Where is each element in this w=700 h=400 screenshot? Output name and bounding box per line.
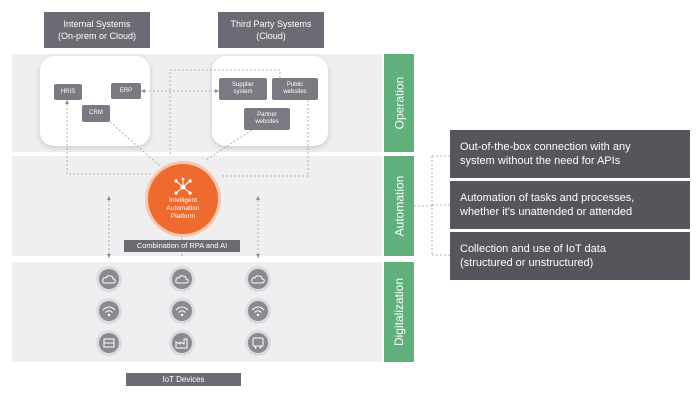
- third-party-subtitle: (Cloud): [256, 31, 286, 41]
- public-websites-chip: Public websites: [272, 78, 318, 100]
- partner-websites-chip: Partner websites: [244, 108, 290, 130]
- public-label-1: Public: [286, 82, 304, 88]
- device-machine-1: [96, 330, 122, 356]
- public-label-2: websites: [283, 89, 307, 95]
- automation-text: Automation: [392, 175, 407, 237]
- wifi-icon: [175, 306, 189, 317]
- arrow-right-down: [256, 254, 260, 258]
- third-party-panel: [212, 56, 328, 146]
- internal-systems-header: Internal Systems (On-prem or Cloud): [44, 12, 150, 48]
- erp-chip: ERP: [111, 83, 141, 99]
- wifi-icon: [251, 306, 265, 317]
- arrow-left-up: [107, 196, 111, 200]
- third-party-header: Third Party Systems (Cloud): [218, 12, 324, 48]
- partner-label-1: Partner: [257, 112, 277, 118]
- machine-icon: [103, 338, 115, 348]
- top-route-link: [169, 69, 281, 154]
- crm-chip: CRM: [82, 105, 110, 122]
- partner-platform-link: [205, 129, 253, 161]
- digitalization-band: [12, 262, 382, 362]
- benefit-box-iot: Collection and use of IoT data (structur…: [450, 232, 690, 280]
- partner-label-2: websites: [255, 119, 279, 125]
- network-icon: [174, 177, 192, 195]
- platform-label-3: Platform: [170, 213, 196, 220]
- arrow-left-down: [107, 254, 111, 258]
- benefit-1-line-1: Out-of-the-box connection with any: [460, 141, 631, 153]
- arrow-supplier: [215, 89, 219, 93]
- device-vehicle-3: [245, 330, 271, 356]
- benefit-1-line-2: system without the need for APIs: [460, 155, 621, 167]
- factory-icon: [175, 338, 188, 349]
- device-factory-2: [169, 330, 195, 356]
- supplier-label-1: Supplier: [231, 82, 254, 88]
- benefit-2-line-1: Automation of tasks and processes,: [460, 192, 635, 204]
- benefit-box-connection: Out-of-the-box connection with any syste…: [450, 130, 690, 178]
- device-cloud-2: [169, 266, 195, 292]
- crm-platform-link: [109, 121, 161, 167]
- digitalization-text: Digitalization: [392, 277, 407, 347]
- benefit-3-line-2: (structured or unstructured): [460, 257, 594, 269]
- hris-platform-link: [66, 100, 152, 175]
- automation-layer-label: Automation: [384, 156, 414, 256]
- benefit-3-line-1: Collection and use of IoT data: [460, 243, 606, 255]
- third-party-title: Third Party Systems: [230, 19, 312, 29]
- crm-label: CRM: [89, 110, 103, 116]
- cloud-icon: [102, 275, 116, 284]
- device-wifi-2: [169, 298, 195, 324]
- vehicle-icon: [252, 337, 264, 349]
- cloud-icon: [175, 275, 189, 284]
- cloud-icon: [251, 275, 265, 284]
- automation-platform-circle: Intelligent Automation Platform: [148, 164, 218, 234]
- benefit-2-line-2: whether it's unattended or attended: [460, 206, 633, 218]
- hris-label: HRIS: [60, 88, 76, 95]
- benefit-box-automation: Automation of tasks and processes, wheth…: [450, 181, 690, 229]
- public-platform-link: [222, 100, 309, 177]
- device-cloud-1: [96, 266, 122, 292]
- platform-label-1: Intelligent: [169, 197, 197, 204]
- supplier-label-2: system: [233, 89, 253, 95]
- arrow-erp: [141, 89, 145, 93]
- arrow-right-up: [256, 196, 260, 200]
- iot-devices-label: IoT Devices: [126, 373, 241, 386]
- combination-label: Combination of RPA and AI: [124, 240, 240, 252]
- hris-chip: HRIS: [54, 84, 82, 100]
- device-cloud-3: [245, 266, 271, 292]
- internal-systems-panel: [40, 56, 150, 146]
- operation-text: Operation: [392, 76, 407, 130]
- internal-systems-title: Internal Systems: [63, 19, 131, 29]
- platform-label-2: Automation: [166, 205, 200, 212]
- operation-layer-label: Operation: [384, 54, 414, 152]
- device-grid: [96, 266, 276, 356]
- erp-label: ERP: [119, 87, 133, 94]
- device-wifi-3: [245, 298, 271, 324]
- supplier-chip: Supplier system: [219, 78, 267, 100]
- arrow-hris: [65, 100, 69, 104]
- digitalization-layer-label: Digitalization: [384, 262, 414, 362]
- device-wifi-1: [96, 298, 122, 324]
- internal-systems-subtitle: (On-prem or Cloud): [57, 31, 137, 41]
- wifi-icon: [102, 306, 116, 317]
